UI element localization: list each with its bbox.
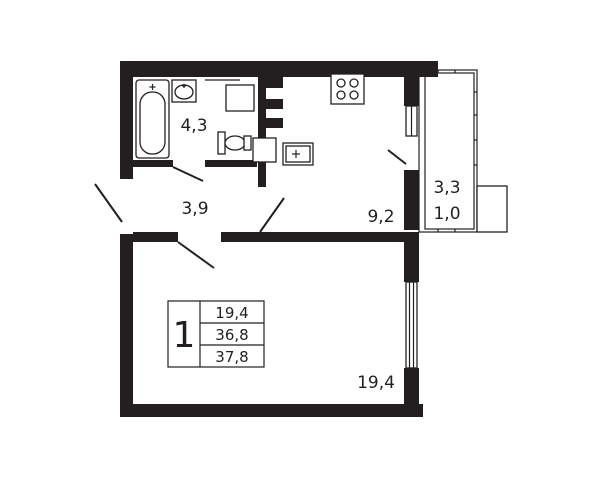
shaft-block-2	[266, 99, 283, 109]
balcony-door-leaf	[387, 149, 407, 165]
hall-area: 3,9	[181, 199, 208, 219]
right-wall-mid	[404, 170, 419, 230]
living-area: 19,4	[215, 304, 248, 322]
total-area-with-loggia: 37,8	[215, 348, 248, 366]
loggia-area: 3,3	[433, 178, 460, 198]
kitchen-door-leaf	[259, 197, 285, 233]
shaft-outlines	[252, 137, 277, 163]
bath-wall-right	[205, 160, 257, 167]
bedroom-area: 19,4	[357, 373, 395, 393]
left-wall-lower	[120, 234, 133, 417]
kitchen-fixtures	[282, 73, 365, 166]
top-wall	[120, 61, 438, 77]
stove	[330, 73, 365, 105]
toilet-tank	[217, 131, 226, 155]
loggia-outline	[418, 69, 478, 233]
right-wall-pier	[404, 232, 419, 282]
room-labels: 4,3 3,9 9,2 3,3 1,0 19,4	[180, 116, 460, 393]
bathtub-inner	[139, 91, 166, 155]
left-wall-upper	[120, 61, 133, 179]
loggia	[418, 69, 508, 233]
loggia-reduced-area: 1,0	[433, 204, 460, 224]
shaft-block-1	[266, 77, 283, 88]
bottom-wall	[120, 404, 423, 417]
total-area: 36,8	[215, 326, 248, 344]
room-door-leaf	[177, 241, 215, 269]
toilet-bowl	[224, 135, 246, 151]
bathroom-door-leaf	[172, 166, 204, 182]
exterior-walls	[120, 61, 438, 417]
interior-walls	[133, 77, 404, 242]
washing-machine	[225, 84, 255, 112]
loggia-glazing-inner	[424, 72, 475, 230]
right-wall-top	[404, 61, 419, 106]
windows	[405, 105, 418, 369]
bathroom-area: 4,3	[180, 116, 207, 136]
bedroom-window	[405, 281, 418, 369]
right-wall-bottom	[404, 368, 419, 417]
bathroom-fixtures	[135, 79, 255, 159]
bath-wall-left	[133, 160, 173, 167]
kitchen-area: 9,2	[367, 207, 394, 227]
bath-kitchen-partition	[258, 77, 266, 187]
summary-table: 1 19,4 36,8 37,8	[167, 300, 265, 368]
doors	[94, 149, 407, 269]
kitchen-room-wall	[221, 232, 404, 242]
summary-frame	[167, 300, 265, 368]
hall-wall-left	[133, 232, 178, 242]
rooms-count: 1	[173, 315, 196, 356]
utility-shaft	[252, 137, 277, 163]
shaft-block-3	[266, 118, 283, 128]
ac-unit-box	[476, 185, 508, 233]
entrance-door-leaf	[94, 183, 123, 223]
